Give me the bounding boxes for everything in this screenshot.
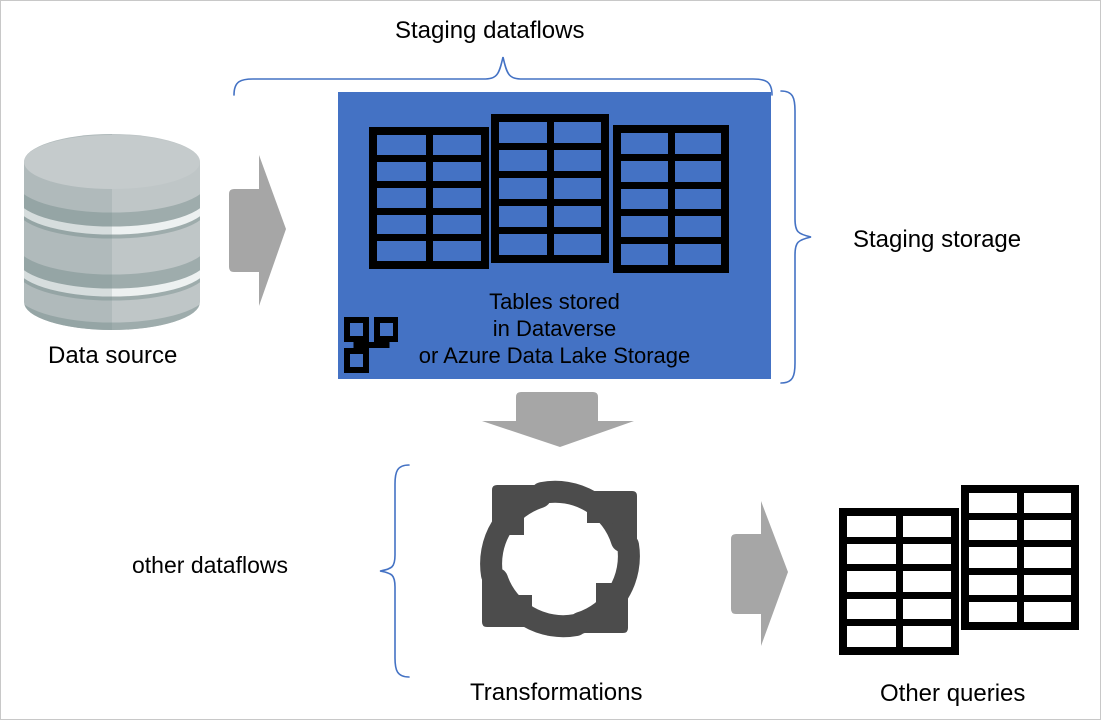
data-source-label: Data source (48, 342, 178, 369)
staging-table-2-icon (491, 114, 609, 263)
staging-storage-box: Tables stored in Dataverse or Azure Data… (338, 92, 771, 379)
table-cell (377, 161, 426, 182)
table-cell (674, 216, 721, 238)
table-cell (674, 244, 721, 265)
staging-text-line-1: Tables stored (489, 289, 620, 314)
table-cell (621, 244, 668, 265)
staging-dataflows-label: Staging dataflows (395, 17, 585, 44)
transformations-label: Transformations (470, 679, 643, 706)
staging-table-1-icon (369, 127, 489, 269)
table-cell (969, 493, 1017, 514)
table-cell (553, 122, 601, 143)
arrow-right-icon (731, 501, 788, 646)
table-cell (847, 543, 896, 565)
table-cell (902, 626, 951, 647)
brace-left-icon (379, 464, 410, 678)
table-cell (674, 133, 721, 154)
table-cell (674, 160, 721, 182)
table-cell (1023, 547, 1071, 568)
arrow-right-icon (229, 155, 286, 306)
staging-storage-label: Staging storage (853, 226, 1022, 253)
table-cell (432, 241, 481, 261)
table-cell (969, 520, 1017, 541)
table-cell (902, 516, 951, 537)
brace-right-icon (780, 90, 812, 384)
table-cell (377, 135, 426, 155)
table-cell (1023, 493, 1071, 514)
staging-box-text: Tables stored in Dataverse or Azure Data… (338, 288, 771, 369)
table-cell (621, 160, 668, 182)
table-cell (621, 133, 668, 154)
table-cell (553, 150, 601, 171)
table-cell (432, 188, 481, 208)
table-cell (432, 135, 481, 155)
table-cell (499, 178, 547, 199)
table-cell (499, 150, 547, 171)
table-cell (847, 516, 896, 537)
table-cell (1023, 520, 1071, 541)
table-cell (847, 598, 896, 620)
arrow-down-icon (482, 392, 634, 447)
table-cell (432, 214, 481, 235)
staging-text-line-3: or Azure Data Lake Storage (418, 343, 691, 369)
table-cell (969, 547, 1017, 568)
staging-table-3-icon (613, 125, 729, 273)
table-cell (621, 216, 668, 238)
table-cell (847, 571, 896, 592)
table-cell (621, 188, 668, 210)
table-cell (432, 161, 481, 182)
sitemap-icon (344, 317, 398, 373)
table-cell (674, 188, 721, 210)
table-cell (902, 598, 951, 620)
table-cell (847, 626, 896, 647)
table-cell (902, 543, 951, 565)
brace-top-icon (233, 56, 773, 96)
table-cell (499, 234, 547, 255)
table-cell (1023, 601, 1071, 622)
table-cell (969, 601, 1017, 622)
table-cell (377, 188, 426, 208)
table-cell (499, 122, 547, 143)
other-queries-label: Other queries (880, 680, 1026, 707)
table-cell (1023, 574, 1071, 595)
table-cell (969, 574, 1017, 595)
table-cell (377, 214, 426, 235)
query-table-2-icon (961, 485, 1079, 630)
table-cell (553, 234, 601, 255)
other-dataflows-label: other dataflows (132, 552, 288, 578)
circular-arrows-icon (480, 480, 640, 638)
table-cell (377, 241, 426, 261)
table-cell (499, 206, 547, 227)
table-cell (553, 206, 601, 227)
table-cell (553, 178, 601, 199)
table-cell (902, 571, 951, 592)
staging-text-line-2: in Dataverse (492, 316, 617, 342)
query-table-1-icon (839, 508, 959, 655)
database-cylinder-icon (24, 134, 200, 330)
